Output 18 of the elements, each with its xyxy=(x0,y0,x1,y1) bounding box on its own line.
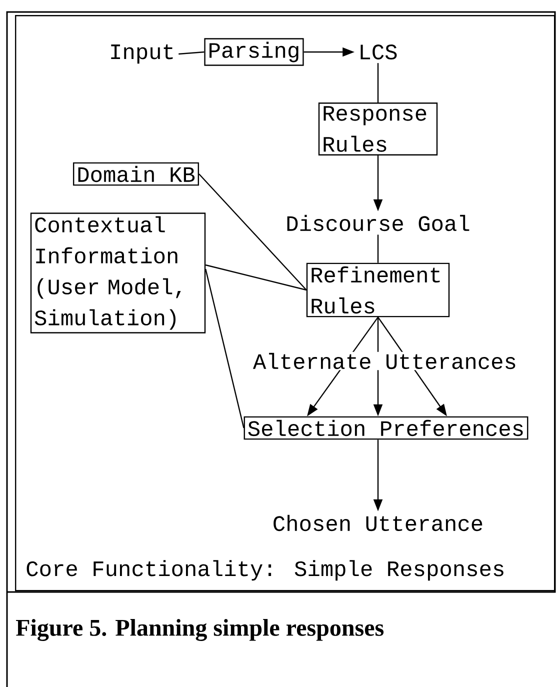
connector-line xyxy=(377,63,379,103)
process-box: Refinement Rules xyxy=(306,262,450,318)
process-box: Contextual Information (User Model, Simulation) xyxy=(30,212,206,334)
connector-line xyxy=(377,234,379,263)
text-label: Chosen Utterance xyxy=(274,514,482,532)
connector-line xyxy=(205,264,307,291)
text-label: LCS xyxy=(360,44,397,60)
text-label: Input xyxy=(111,44,173,64)
process-box: Domain KB xyxy=(73,162,199,186)
text-label: Discourse Goal xyxy=(287,214,470,232)
connector-line xyxy=(198,174,307,290)
process-box: Selection Preferences xyxy=(244,416,528,440)
process-box: Response Rules xyxy=(318,102,438,156)
connector-line xyxy=(205,268,244,428)
process-box: Parsing xyxy=(204,38,304,66)
figure-caption: Figure 5. Planning simple responses xyxy=(16,619,384,641)
text-label: Alternate Utterances xyxy=(252,352,518,370)
connector-line xyxy=(178,51,204,55)
